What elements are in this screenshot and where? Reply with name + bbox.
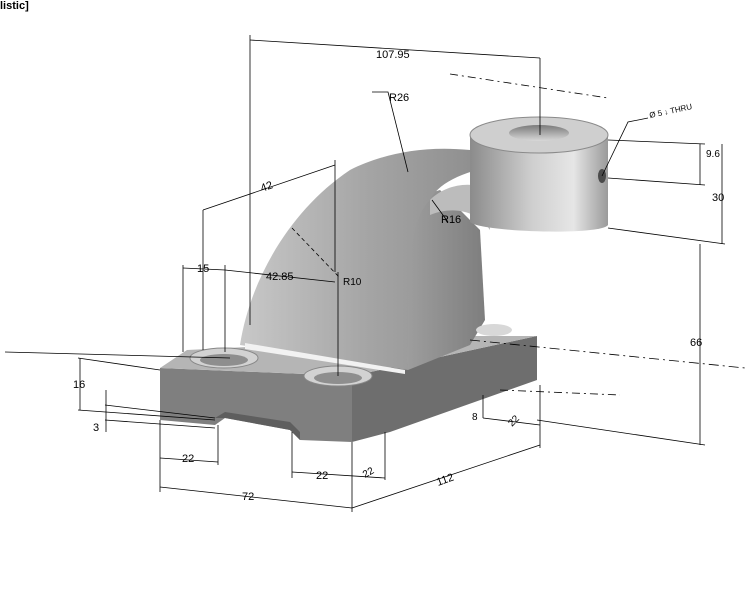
part-model[interactable] bbox=[160, 116, 609, 442]
dim-42-85[interactable]: 42.85 bbox=[266, 271, 294, 283]
dim-r16[interactable]: R16 bbox=[441, 214, 461, 226]
dim-r10[interactable]: R10 bbox=[343, 277, 362, 288]
dim-22-right[interactable]: 22 bbox=[506, 413, 522, 429]
dim-112[interactable]: 112 bbox=[435, 472, 456, 489]
boss-hole bbox=[509, 125, 569, 141]
dim-8[interactable]: 8 bbox=[472, 412, 478, 423]
dim-hole-callout[interactable]: Ø 5 ↓ THRU bbox=[649, 102, 694, 120]
arch-body bbox=[240, 148, 500, 370]
dim-42[interactable]: 42 bbox=[259, 179, 275, 194]
dim-107-95[interactable]: 107.95 bbox=[376, 49, 410, 61]
dim-22-left[interactable]: 22 bbox=[182, 453, 194, 465]
base-recess bbox=[215, 412, 300, 440]
dim-3[interactable]: 3 bbox=[93, 422, 99, 434]
dim-66[interactable]: 66 bbox=[690, 337, 702, 349]
dim-72[interactable]: 72 bbox=[242, 491, 254, 503]
base-hole-left-inner bbox=[200, 354, 248, 366]
dim-15[interactable]: 15 bbox=[197, 263, 209, 275]
base-front-face bbox=[160, 368, 352, 442]
dim-9-6[interactable]: 9.6 bbox=[706, 149, 720, 160]
post-face bbox=[408, 190, 485, 370]
base-hole-rear bbox=[476, 324, 512, 336]
arch-highlight bbox=[245, 343, 405, 374]
boss-cylinder bbox=[470, 135, 608, 232]
dim-22-small[interactable]: 22 bbox=[361, 465, 377, 480]
dim-16[interactable]: 16 bbox=[73, 379, 85, 391]
base-right-face bbox=[352, 336, 537, 442]
base-hole-front-inner bbox=[314, 372, 362, 384]
view-style-label: listic] bbox=[0, 0, 29, 12]
dim-r26[interactable]: R26 bbox=[389, 92, 409, 104]
dim-22-mid[interactable]: 22 bbox=[316, 470, 328, 482]
dim-30[interactable]: 30 bbox=[712, 192, 724, 204]
dimension-lines bbox=[4, 35, 745, 512]
